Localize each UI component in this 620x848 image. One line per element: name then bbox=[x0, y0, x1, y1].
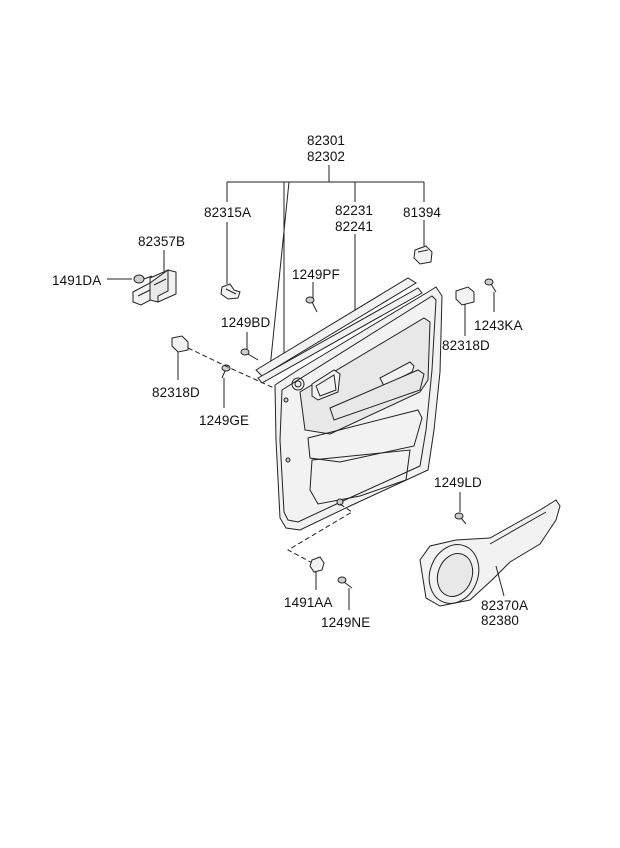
label-1249GE: 1249GE bbox=[199, 413, 250, 428]
speaker-trim-82370A-part bbox=[419, 499, 561, 607]
screw-1249NE-part bbox=[337, 576, 353, 610]
door-trim-panel-82301-part bbox=[274, 286, 443, 531]
screw-1249LD-part bbox=[454, 492, 467, 525]
label-81394: 81394 bbox=[403, 205, 442, 220]
screw-1249BD-part bbox=[240, 332, 259, 361]
clip-82315A-part bbox=[220, 283, 241, 300]
label-82231: 82231 bbox=[335, 203, 374, 218]
screw-1249PF-part bbox=[305, 296, 318, 313]
weatherstrip-82231-part bbox=[255, 277, 423, 384]
dashed-alignment-bottom bbox=[286, 503, 353, 567]
label-82357B: 82357B bbox=[138, 234, 186, 249]
screw-1491DA-part bbox=[107, 274, 153, 284]
clip-81394-part bbox=[413, 245, 433, 265]
label-82318D-left: 82318D bbox=[152, 385, 200, 400]
clip-82318D-left-part bbox=[171, 335, 189, 380]
screw-1249GE-part bbox=[221, 364, 231, 408]
label-1249LD: 1249LD bbox=[434, 475, 482, 490]
clip-82318D-right-part bbox=[455, 286, 475, 336]
label-82318D-right: 82318D bbox=[442, 338, 490, 353]
assembly-leader-lines bbox=[226, 165, 425, 379]
label-82380: 82380 bbox=[481, 613, 520, 628]
label-1249PF: 1249PF bbox=[292, 267, 340, 282]
bracket-82357B-part bbox=[132, 250, 177, 306]
label-82241: 82241 bbox=[335, 219, 374, 234]
label-82302: 82302 bbox=[307, 149, 346, 164]
label-82370A: 82370A bbox=[481, 598, 529, 613]
label-82301: 82301 bbox=[307, 133, 346, 148]
label-1243KA: 1243KA bbox=[474, 318, 523, 333]
label-1491DA: 1491DA bbox=[52, 273, 102, 288]
label-1491AA: 1491AA bbox=[284, 595, 333, 610]
screw-1243KA-part bbox=[484, 278, 497, 312]
fastener-1491AA-part bbox=[309, 556, 325, 590]
label-1249NE: 1249NE bbox=[321, 615, 371, 630]
label-82315A: 82315A bbox=[204, 205, 252, 220]
label-1249BD: 1249BD bbox=[221, 315, 271, 330]
